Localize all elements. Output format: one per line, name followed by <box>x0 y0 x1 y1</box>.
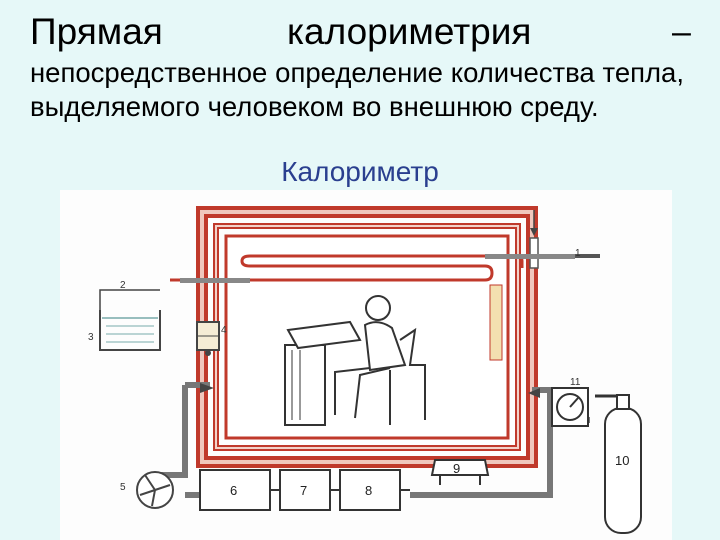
callout-1: 1 <box>575 248 581 259</box>
callout-10: 10 <box>615 453 629 468</box>
callout-6: 6 <box>230 483 237 498</box>
callout-7: 7 <box>300 483 307 498</box>
absorber-units <box>199 469 410 511</box>
callout-4: 4 <box>221 325 227 336</box>
valve-4 <box>196 321 220 356</box>
heading: Прямая калориметрия – <box>30 8 691 56</box>
thermometer-rod-1 <box>485 254 575 259</box>
callout-2: 2 <box>120 280 126 291</box>
pump-5 <box>136 471 174 509</box>
spirometer-9 <box>430 459 490 476</box>
figure-title-text: Калориметр <box>281 156 439 187</box>
callout-numbers: 1 2 3 4 5 6 7 8 9 10 11 <box>88 248 629 498</box>
calorimeter-diagram: 1 2 3 4 5 6 7 8 9 10 11 <box>88 206 642 534</box>
callout-9: 9 <box>453 461 460 476</box>
heading-dash: – <box>672 13 691 51</box>
callout-8: 8 <box>365 483 372 498</box>
thermometer-1 <box>529 237 539 269</box>
thermometer-rod-2 <box>180 278 250 283</box>
gauge-11 <box>551 387 589 427</box>
callout-11: 11 <box>570 377 581 388</box>
person-at-desk <box>284 295 426 426</box>
callout-3: 3 <box>88 332 94 343</box>
calorimeter-figure: 1 2 3 4 5 6 7 8 9 10 11 <box>60 190 672 540</box>
definition-paragraph: непосредственное определение количества … <box>30 57 684 122</box>
heading-word-1: Прямая <box>30 11 163 52</box>
oxygen-cylinder-10 <box>595 394 642 534</box>
heading-word-2: калориметрия <box>287 11 532 52</box>
figure-title: Калориметр <box>0 156 720 188</box>
callout-5: 5 <box>120 482 126 493</box>
water-tank <box>99 289 161 351</box>
